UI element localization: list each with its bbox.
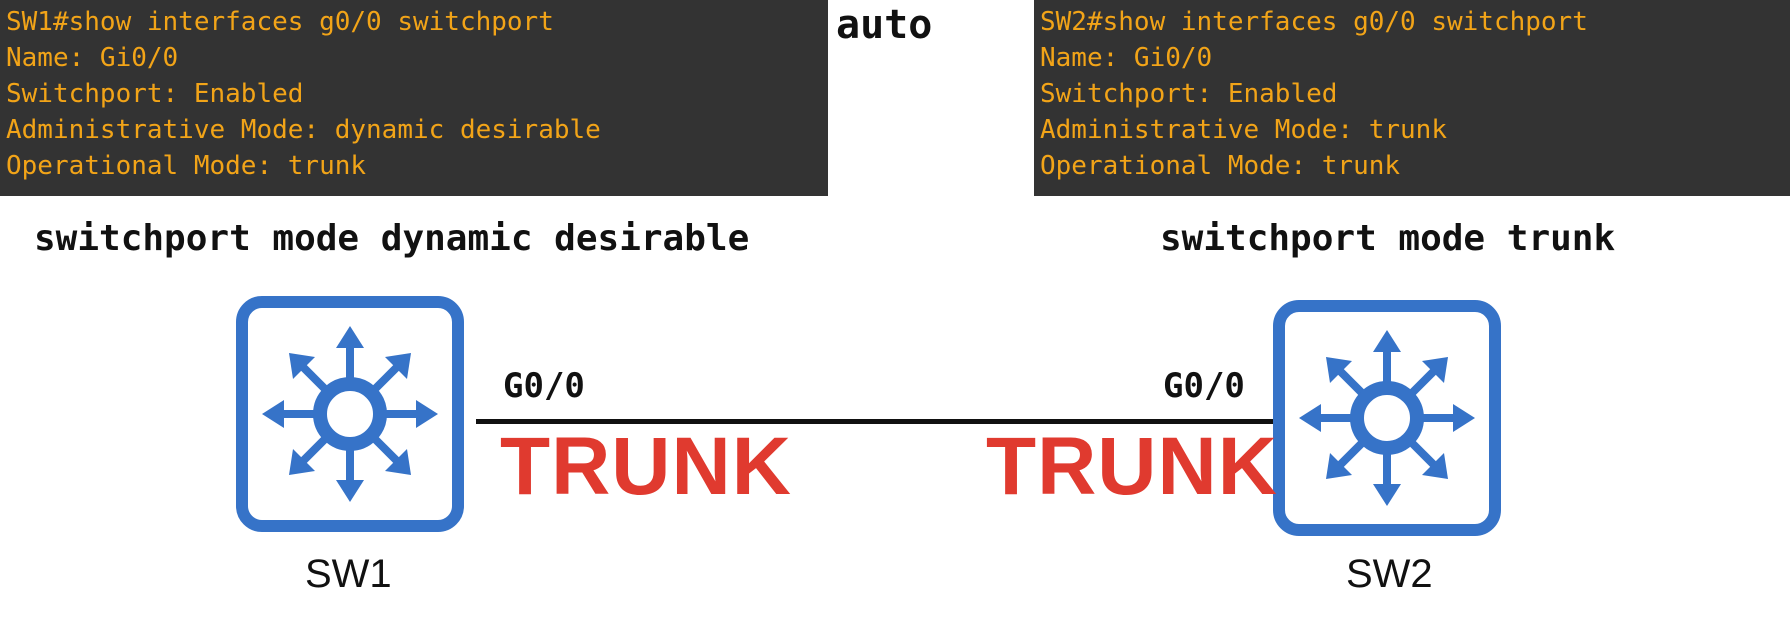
sw1-terminal-line: Administrative Mode: dynamic desirable	[6, 115, 601, 145]
sw1-port-label: G0/0	[503, 366, 585, 406]
sw1-terminal-line: Name: Gi0/0	[6, 43, 179, 73]
sw1-terminal-line: Operational Mode: trunk	[6, 151, 367, 181]
sw2-port-label: G0/0	[1163, 366, 1245, 406]
sw1-mode-label: TRUNK	[500, 421, 792, 512]
sw2-mode-label: TRUNK	[986, 421, 1278, 512]
sw2-terminal-line: SW2#show interfaces g0/0 switchport	[1040, 7, 1588, 37]
sw1-terminal-line: SW1#show interfaces g0/0 switchport	[6, 7, 554, 37]
sw1-label: SW1	[305, 552, 392, 596]
sw2-terminal-line: Switchport: Enabled	[1040, 79, 1338, 109]
sw1-config-command: switchport mode dynamic desirable	[34, 218, 750, 259]
sw2-terminal-line: Name: Gi0/0	[1040, 43, 1213, 73]
sw1-switch	[236, 296, 464, 532]
sw2-label: SW2	[1346, 552, 1433, 596]
sw1-terminal-line: Switchport: Enabled	[6, 79, 304, 109]
sw2-config-command: switchport mode trunk	[1160, 218, 1616, 259]
trunk-link-line	[476, 419, 1273, 424]
multilayer-switch-icon	[262, 326, 438, 502]
sw2-terminal-output: SW2#show interfaces g0/0 switchport Name…	[1034, 0, 1790, 196]
multilayer-switch-icon	[1299, 330, 1475, 506]
sw2-terminal-line: Operational Mode: trunk	[1040, 151, 1401, 181]
top-label: auto	[836, 2, 933, 48]
sw1-terminal-output: SW1#show interfaces g0/0 switchport Name…	[0, 0, 828, 196]
sw2-switch	[1273, 300, 1501, 536]
sw2-terminal-line: Administrative Mode: trunk	[1040, 115, 1447, 145]
